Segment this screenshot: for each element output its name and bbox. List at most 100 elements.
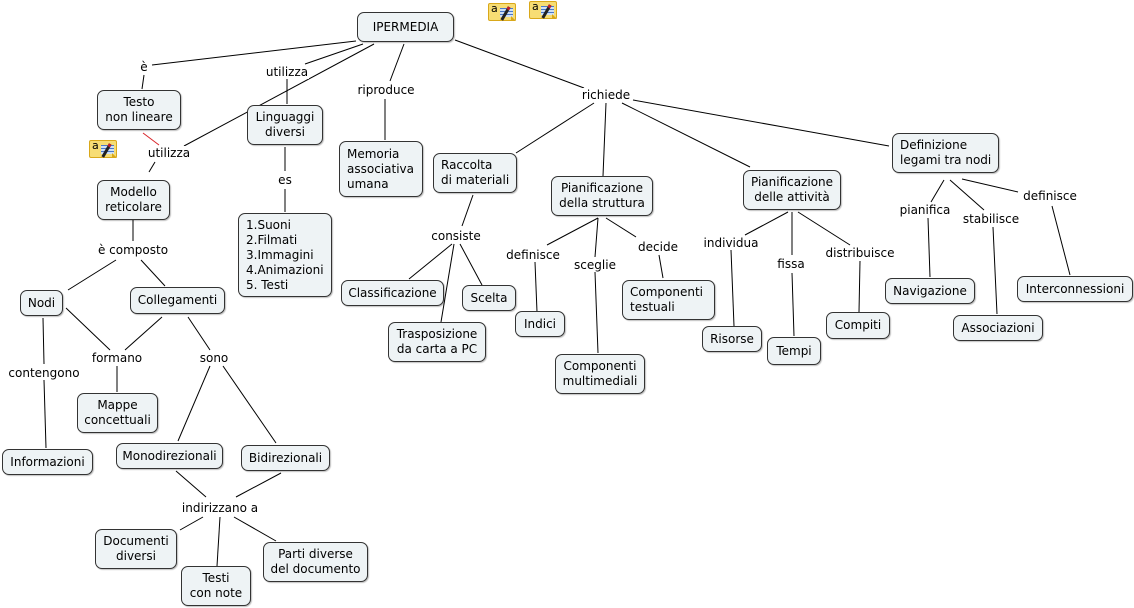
note-fold	[112, 153, 117, 158]
node-interconnessioni[interactable]: Interconnessioni	[1017, 276, 1133, 302]
link-label-utilizza-modello[interactable]: utilizza	[146, 146, 192, 160]
link-label-contengono[interactable]: contengono	[7, 366, 81, 380]
node-collegamenti[interactable]: Collegamenti	[130, 287, 225, 314]
link-label-definisce-legami[interactable]: definisce	[1022, 189, 1078, 203]
link-label-definisce[interactable]: definisce	[505, 248, 561, 262]
edge	[151, 40, 357, 66]
edge	[621, 102, 751, 168]
link-label-indirizzano[interactable]: indirizzano a	[180, 501, 260, 515]
node-associazioni[interactable]: Associazioni	[953, 315, 1043, 341]
node-ipermedia[interactable]: IPERMEDIA	[357, 12, 454, 42]
edge	[235, 472, 282, 498]
note-icon[interactable]: a	[488, 3, 516, 21]
link-label-sceglie[interactable]: sceglie	[573, 258, 617, 272]
edge	[515, 102, 595, 154]
node-compiti[interactable]: Compiti	[826, 312, 890, 339]
note-fold	[511, 16, 516, 21]
link-label-e[interactable]: è	[139, 60, 149, 74]
edge	[797, 211, 851, 246]
node-scelta[interactable]: Scelta	[462, 285, 516, 311]
node-mappe-concettuali[interactable]: Mappe concettuali	[77, 393, 158, 433]
edge	[140, 259, 166, 287]
note-icon[interactable]: a	[89, 140, 117, 158]
edge	[459, 243, 483, 286]
edge	[930, 179, 945, 203]
node-testo-non-lineare[interactable]: Testo non lineare	[97, 90, 181, 130]
node-linguaggi-diversi[interactable]: Linguaggi diversi	[247, 105, 323, 145]
edge	[454, 39, 585, 89]
node-esempi-media[interactable]: 1.Suoni 2.Filmati 3.Immagini 4.Animazion…	[238, 213, 332, 297]
edge	[42, 317, 45, 365]
link-label-pianifica[interactable]: pianifica	[898, 203, 952, 217]
edge	[658, 254, 664, 279]
edge	[546, 217, 599, 246]
node-raccolta-materiali[interactable]: Raccolta di materiali	[433, 153, 517, 193]
link-label-riproduce[interactable]: riproduce	[356, 83, 416, 97]
link-label-distribuisce[interactable]: distribuisce	[824, 246, 896, 260]
link-label-utilizza[interactable]: utilizza	[264, 65, 310, 79]
note-glyph: a	[491, 2, 498, 15]
node-trasposizione[interactable]: Trasposizione da carta a PC	[388, 322, 486, 362]
edge	[730, 249, 735, 327]
edge	[534, 261, 538, 313]
link-label-individua[interactable]: individua	[702, 236, 760, 250]
highlight-edge	[142, 132, 160, 146]
node-pianificazione-attivita[interactable]: Pianificazione delle attività	[743, 170, 841, 210]
node-componenti-multimediali[interactable]: Componenti multimediali	[555, 354, 645, 394]
node-monodirezionali[interactable]: Monodirezionali	[116, 443, 223, 469]
node-classificazione[interactable]: Classificazione	[341, 280, 444, 306]
edge	[992, 226, 998, 315]
edge	[744, 211, 789, 236]
link-label-consiste[interactable]: consiste	[430, 229, 482, 243]
edge	[141, 74, 145, 90]
node-componenti-testuali[interactable]: Componenti testuali	[622, 280, 715, 320]
node-parti-diverse[interactable]: Parti diverse del documento	[263, 542, 368, 582]
link-label-formano[interactable]: formano	[90, 351, 144, 365]
edge	[791, 272, 795, 337]
node-risorse[interactable]: Risorse	[702, 326, 762, 352]
note-glyph: a	[532, 0, 539, 13]
node-informazioni[interactable]: Informazioni	[2, 449, 93, 475]
link-label-richiede[interactable]: richiede	[580, 88, 632, 102]
node-navigazione[interactable]: Navigazione	[885, 278, 975, 304]
edge	[858, 260, 861, 313]
edge	[124, 316, 163, 351]
edge	[602, 102, 607, 177]
node-testi-con-note[interactable]: Testi con note	[181, 566, 251, 606]
edge	[594, 271, 599, 354]
node-bidirezionali[interactable]: Bidirezionali	[241, 445, 330, 471]
node-tempi[interactable]: Tempi	[767, 337, 821, 365]
link-label-fissa[interactable]: fissa	[776, 257, 806, 271]
edge	[233, 516, 277, 542]
node-nodi[interactable]: Nodi	[20, 290, 63, 316]
node-pianificazione-struttura[interactable]: Pianificazione della struttura	[551, 176, 653, 216]
edge	[177, 365, 211, 442]
link-label-es[interactable]: es	[277, 173, 293, 187]
note-fold	[552, 14, 557, 19]
edge	[175, 470, 207, 498]
node-modello-reticolare[interactable]: Modello reticolare	[97, 180, 170, 220]
edge	[43, 379, 47, 449]
edge	[408, 243, 453, 280]
edge	[187, 316, 211, 351]
node-definizione-legami[interactable]: Definizione legami tra nodi	[892, 133, 999, 173]
edge	[440, 243, 455, 323]
node-indici[interactable]: Indici	[515, 311, 565, 337]
edge	[67, 259, 117, 291]
node-memoria-associativa[interactable]: Memoria associativa umana	[339, 141, 423, 197]
edge	[632, 99, 890, 147]
edge	[183, 43, 375, 147]
note-icon[interactable]: a	[529, 1, 557, 19]
node-documenti-diversi[interactable]: Documenti diversi	[95, 529, 177, 569]
link-label-stabilisce[interactable]: stabilisce	[961, 212, 1021, 226]
edge	[461, 194, 474, 227]
link-label-e-composto[interactable]: è composto	[96, 243, 170, 257]
edge	[605, 217, 637, 238]
link-label-decide[interactable]: decide	[637, 240, 679, 254]
edge	[389, 43, 405, 82]
link-label-sono[interactable]: sono	[198, 351, 230, 365]
edge	[304, 43, 364, 65]
edge	[949, 179, 985, 211]
note-glyph: a	[92, 139, 99, 152]
